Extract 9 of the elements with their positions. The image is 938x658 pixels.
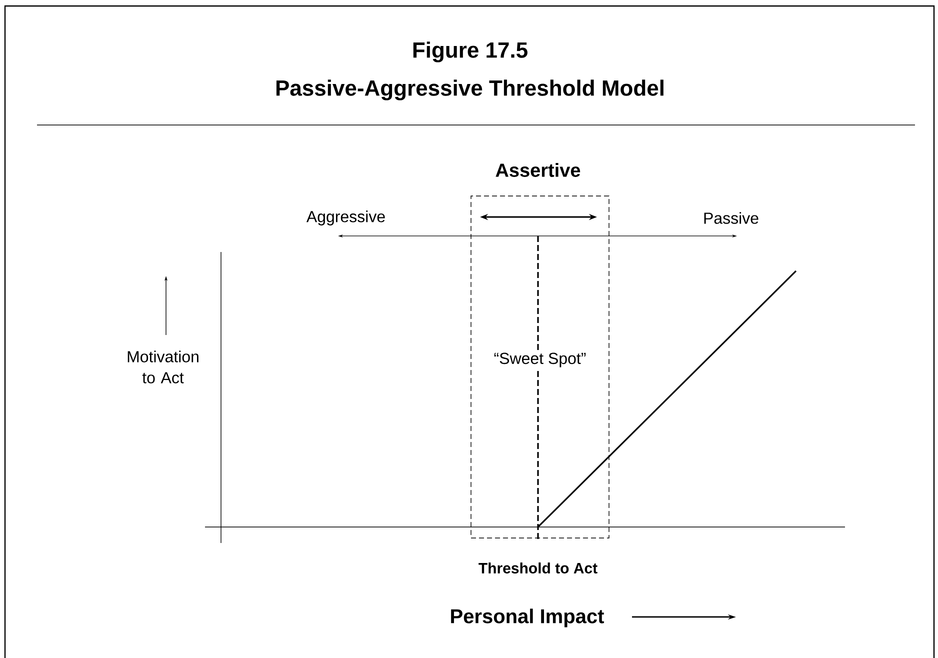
title: Figure 17.5 — [413, 42, 528, 62]
title: Passive-Aggressive Threshold Model — [276, 80, 664, 100]
axis-label: Motivation to Act — [128, 350, 198, 384]
heading: Assertive — [496, 163, 580, 177]
axis-label: Aggressive — [306, 210, 385, 226]
region-label: “Sweet Spot” — [492, 352, 588, 368]
axis-label: Passive — [704, 212, 758, 224]
axis-label: Threshold to Act — [478, 562, 598, 574]
axis-label: Personal Impact — [451, 608, 604, 628]
